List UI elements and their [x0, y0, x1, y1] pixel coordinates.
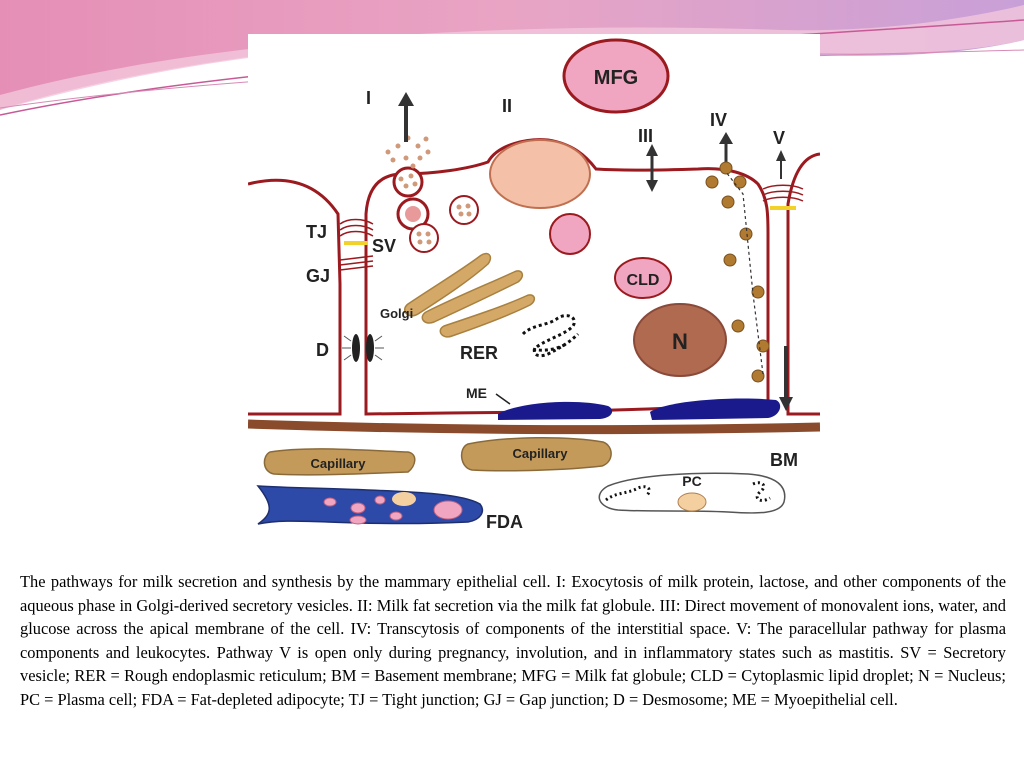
secretory-vesicle-3-particles — [416, 231, 432, 245]
label-me: ME — [466, 385, 487, 401]
secreting-fat-droplet — [489, 139, 591, 209]
label-tj: TJ — [306, 222, 327, 242]
cytoplasmic-lipid-droplet-small — [549, 213, 591, 255]
desmosome — [342, 334, 384, 362]
label-golgi: Golgi — [380, 306, 413, 321]
secretory-vesicle-3 — [409, 223, 439, 253]
cytoplasmic-lipid-droplet — [614, 257, 672, 299]
left-neighbor-membrane — [248, 178, 342, 416]
arrowhead-pathway-i — [398, 92, 414, 106]
label-pathway-iv: IV — [710, 110, 727, 130]
label-pathway-iii: III — [638, 126, 653, 146]
arrowhead-iii-down — [646, 180, 658, 192]
adipocyte-nucleus — [392, 492, 416, 506]
label-pathway-v: V — [773, 128, 785, 148]
top-swoosh-band — [0, 0, 1024, 110]
golgi-apparatus — [404, 252, 536, 338]
label-pathway-i: I — [366, 88, 371, 108]
label-bm: BM — [770, 450, 798, 470]
transcytosis-particles — [705, 161, 770, 383]
capillary-1 — [263, 448, 416, 476]
label-pathway-ii: II — [502, 96, 512, 116]
label-fda: FDA — [486, 512, 523, 532]
top-swoosh-highlight — [0, 5, 1024, 110]
arrowhead-iii-up — [646, 144, 658, 156]
nucleus — [633, 303, 727, 377]
label-rer: RER — [460, 343, 498, 363]
myoepithelial-cell-2 — [650, 398, 781, 420]
label-sv: SV — [372, 236, 396, 256]
arrowhead-pathway-iv — [719, 132, 733, 144]
figure-caption: The pathways for milk secretion and synt… — [20, 572, 1006, 709]
arrowhead-pathway-v — [776, 150, 786, 161]
right-neighbor-membrane — [786, 152, 820, 416]
arrowhead-pathway-v-basal — [779, 397, 793, 411]
right-tight-junction — [762, 184, 804, 202]
label-gj: GJ — [306, 266, 330, 286]
myoepithelial-cell-1 — [498, 401, 613, 420]
me-pointer — [495, 393, 511, 405]
left-tight-junction — [339, 218, 374, 237]
right-tj-marker — [770, 206, 796, 210]
label-capillary-2: Capillary — [513, 446, 569, 461]
secretory-vesicle-1-core — [405, 206, 421, 222]
exocytosis-vesicle — [392, 166, 424, 198]
gap-junction — [339, 255, 374, 271]
plasma-cell-er — [605, 481, 771, 502]
adipocyte-lipid-droplets — [323, 495, 463, 525]
left-tj-marker — [344, 241, 368, 245]
secretory-vesicle-2-particles — [456, 203, 472, 217]
label-d: D — [316, 340, 329, 360]
milk-fat-globule — [562, 38, 670, 114]
mammary-cell-diagram: MFG I II III IV — [248, 38, 820, 532]
label-capillary-1: Capillary — [311, 456, 367, 471]
capillary-2 — [460, 437, 612, 472]
plasma-cell-nucleus — [677, 492, 707, 512]
label-mfg: MFG — [594, 67, 638, 89]
secretory-vesicle-2 — [449, 195, 479, 225]
basement-membrane — [248, 419, 820, 435]
label-pc: PC — [682, 473, 701, 489]
label-n: N — [672, 329, 688, 354]
cell-diagram-panel: MFG I II III IV — [248, 34, 820, 540]
rough-endoplasmic-reticulum — [521, 314, 580, 358]
label-cld: CLD — [627, 272, 660, 289]
fat-depleted-adipocyte — [256, 485, 484, 525]
